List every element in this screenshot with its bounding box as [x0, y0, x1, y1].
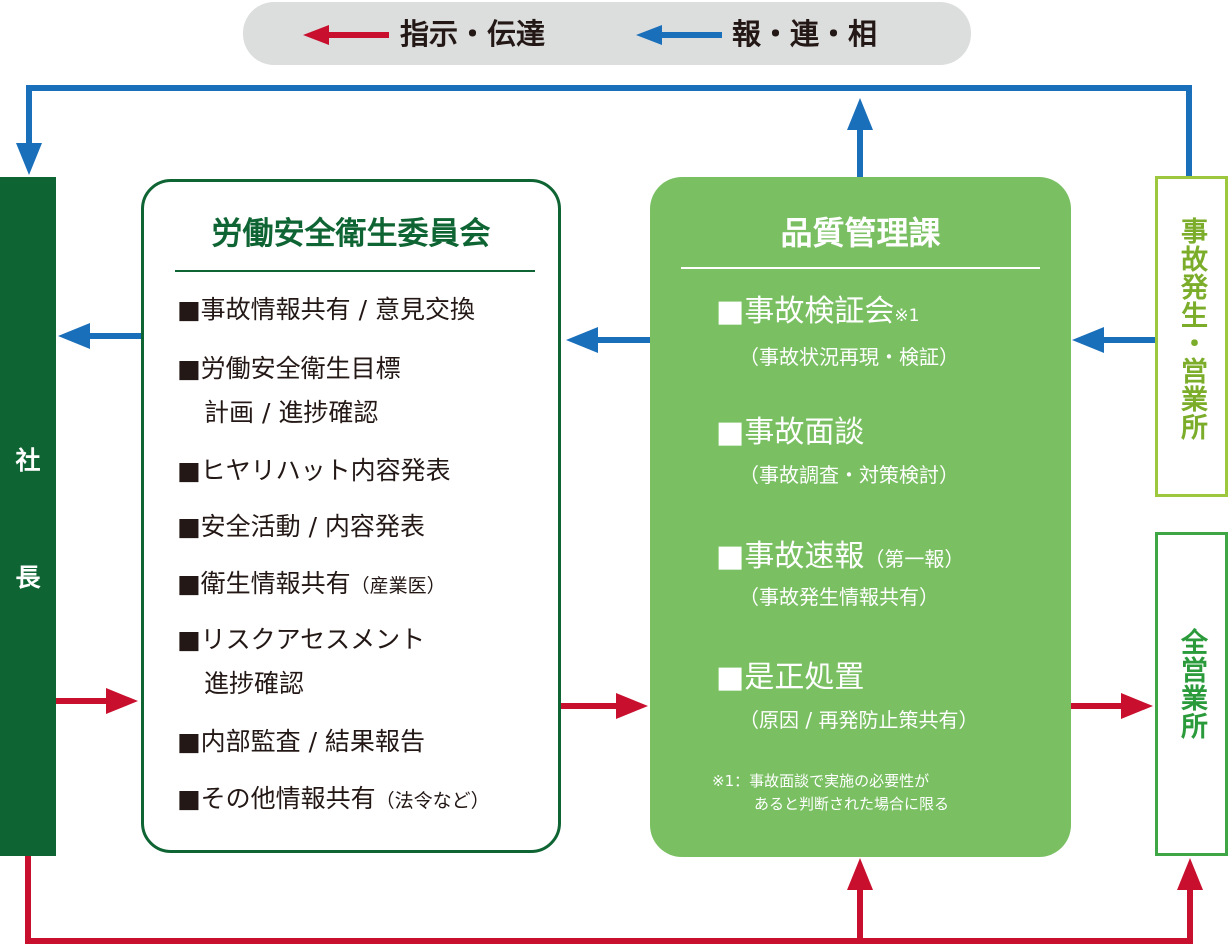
arrow-qc-up [847, 98, 873, 130]
arrow-committee-to-president [58, 323, 90, 349]
committee-item: ■その他情報共有（法令など） [177, 784, 490, 813]
arrow-qc-to-offices [1121, 693, 1153, 719]
qc-footnote-line-2: あると判断された場合に限る [754, 795, 950, 813]
qc-item-detail: （事故状況再現・検証） [739, 345, 959, 369]
qc-item-detail: （原因 / 再発防止策共有） [739, 708, 979, 732]
qc-item: ■事故速報（第一報） [716, 539, 965, 574]
arrow-committee-to-qc [616, 693, 648, 719]
president-label-char-1: 社 [15, 446, 41, 475]
president-label-char-2: 長 [15, 563, 41, 592]
committee-item: ■衛生情報共有（産業医） [177, 569, 446, 598]
instruction-legend-label: 指示・伝達 [400, 17, 546, 51]
arrow-bottom-to-qc [847, 858, 873, 890]
qc-item-detail: （事故発生情報共有） [739, 585, 939, 609]
accident-site-office-label: 事故発生・営業所 [1176, 217, 1207, 441]
committee-item-continuation: 進捗確認 [204, 669, 305, 698]
committee-item: ■安全活動 / 内容発表 [177, 512, 425, 541]
committee-title: 労働安全衛生委員会 [211, 216, 491, 252]
committee-item: ■内部監査 / 結果報告 [177, 727, 425, 756]
qc-item: ■事故面談 [716, 415, 865, 450]
committee-item: ■事故情報共有 / 意見交換 [177, 295, 475, 324]
president-box: 社 長 [0, 177, 56, 856]
arrow-accident-to-qc [1072, 327, 1104, 353]
committee-title-divider [175, 270, 535, 272]
committee-item: ■リスクアセスメント [177, 625, 426, 654]
arrow-to-president-top [16, 143, 42, 175]
instruction-flow-lines [25, 688, 1203, 944]
arrow-qc-to-committee [566, 327, 598, 353]
legend-bar: 指示・伝達 報・連・相 [243, 2, 971, 65]
safety-health-committee-box: 労働安全衛生委員会 ■事故情報共有 / 意見交換 ■労働安全衛生目標 計画 / … [141, 179, 561, 853]
qc-item: ■事故検証会※1 [716, 294, 920, 329]
quality-control-box: 品質管理課 ■事故検証会※1 （事故状況再現・検証） ■事故面談 （事故調査・対… [650, 177, 1071, 857]
committee-item: ■ヒヤリハット内容発表 [177, 456, 451, 485]
qc-title: 品質管理課 [780, 214, 941, 252]
committee-item-continuation: 計画 / 進捗確認 [204, 398, 379, 427]
all-offices-box: 全営業所 [1155, 532, 1228, 856]
committee-item: ■労働安全衛生目標 [177, 354, 401, 383]
qc-title-divider [681, 267, 1040, 269]
arrow-bottom-to-offices [1177, 858, 1203, 890]
qc-item: ■是正処置 [716, 660, 865, 695]
qc-footnote-line-1: ※1：事故面談で実施の必要性が [712, 772, 930, 790]
accident-site-office-box: 事故発生・営業所 [1155, 176, 1228, 497]
all-offices-label: 全営業所 [1176, 628, 1207, 740]
blue-arrow-icon [636, 25, 722, 45]
qc-item-detail: （事故調査・対策検討） [739, 463, 959, 487]
report-flow-lines [16, 85, 1192, 353]
report-legend-label: 報・連・相 [732, 17, 878, 51]
red-arrow-icon [303, 25, 389, 45]
arrow-president-to-committee [106, 688, 138, 714]
